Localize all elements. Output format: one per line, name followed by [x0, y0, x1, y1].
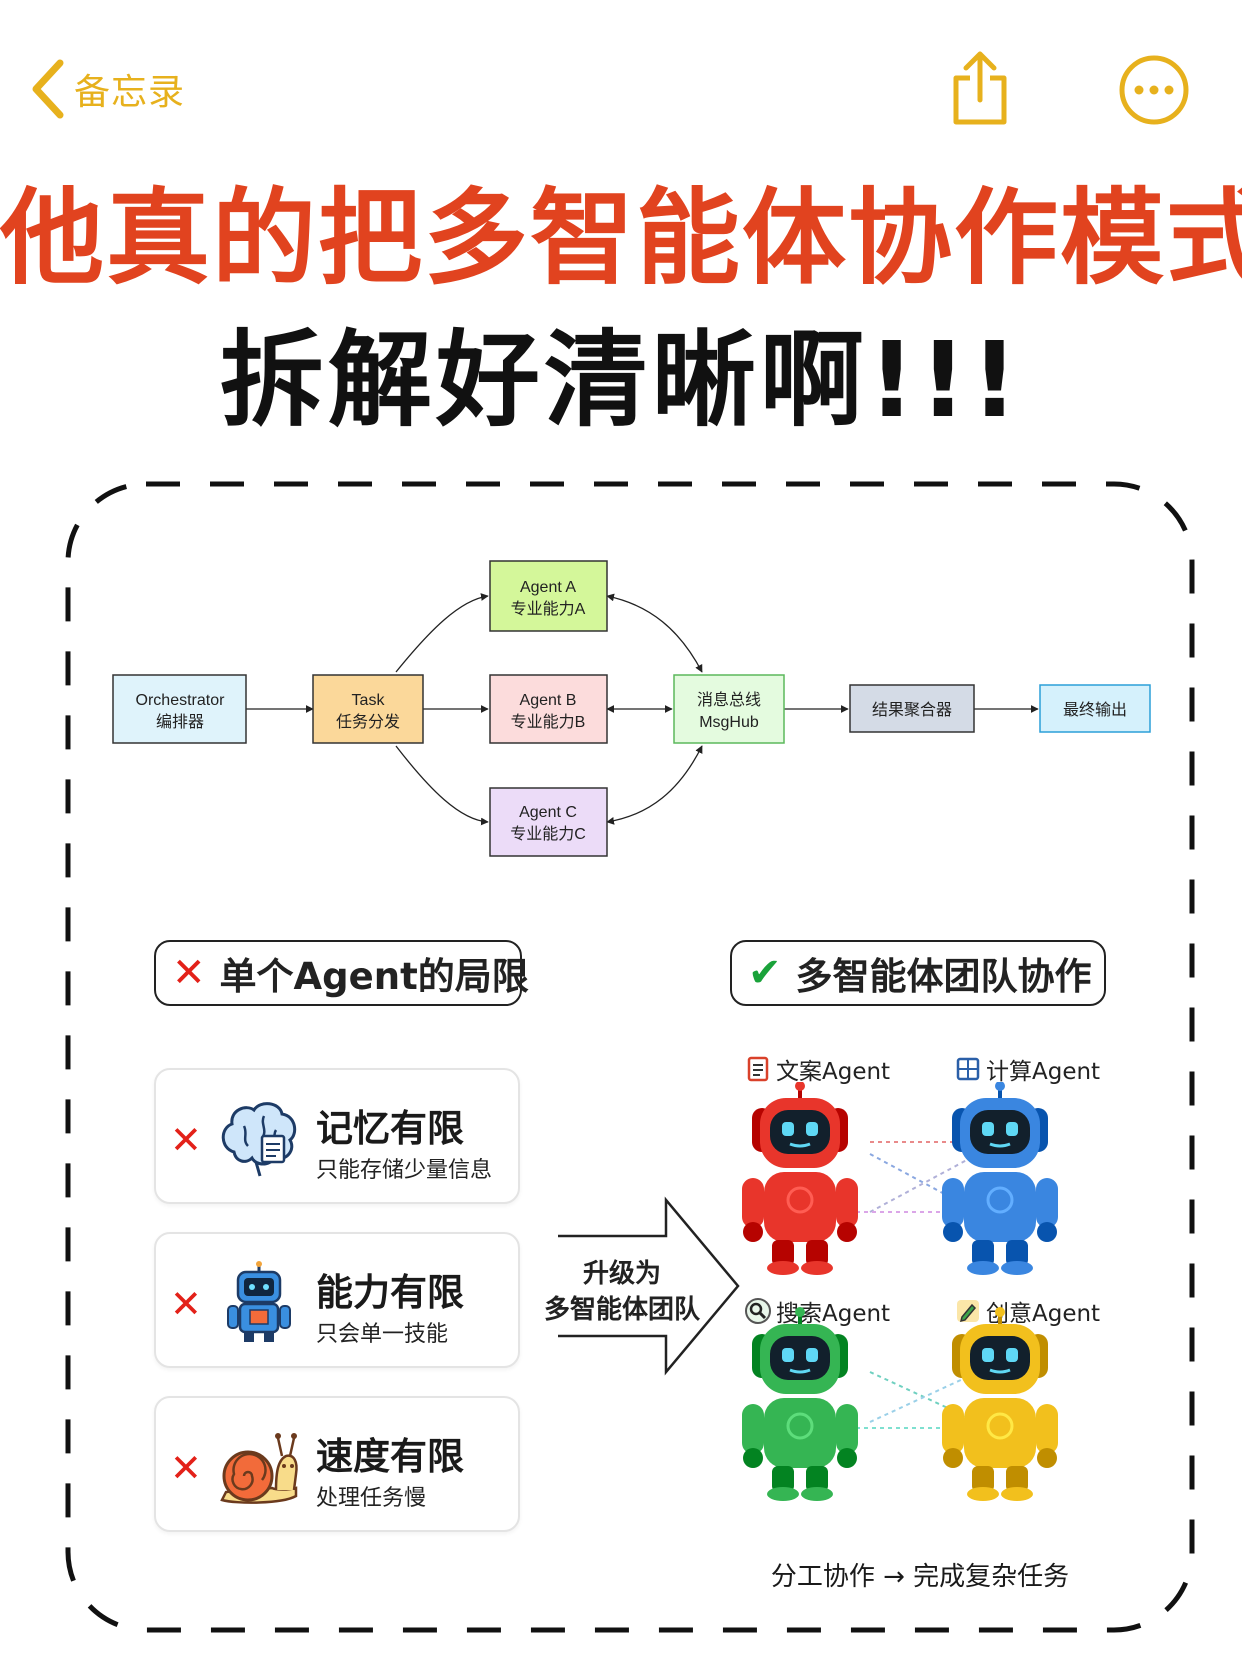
- robot-compute: [942, 1082, 1058, 1275]
- node-aggregator: 结果聚合器: [849, 684, 975, 733]
- team-label-creative: 创意Agent: [954, 1294, 1100, 1328]
- node-msghub-line1: 消息总线: [697, 691, 761, 709]
- limit-card-ability: ✕ 能力有限 只会单一技能: [154, 1232, 520, 1368]
- node-output-label: 最终输出: [1063, 701, 1127, 719]
- cross-icon: ✕: [170, 1446, 202, 1490]
- node-agent-b: Agent B 专业能力B: [489, 674, 608, 744]
- limit-card-memory: ✕ 记忆有限 只能存储少量信息: [154, 1068, 520, 1204]
- node-aggregator-box: [849, 684, 975, 733]
- share-icon: [953, 51, 1007, 125]
- upgrade-line-2: 多智能体团队: [543, 1295, 700, 1325]
- node-agent-c-line2: 专业能力C: [510, 825, 586, 843]
- node-orchestrator-box: [112, 674, 247, 744]
- node-agent-a: Agent A 专业能力A: [489, 560, 608, 632]
- limit-speed-sub: 处理任务慢: [316, 1486, 427, 1511]
- limit-ability-title: 能力有限: [316, 1271, 464, 1314]
- node-task-line2: 任务分发: [336, 713, 400, 731]
- team-label-creative-text: 创意Agent: [986, 1301, 1101, 1327]
- limit-memory-sub: 只能存储少量信息: [316, 1158, 493, 1183]
- node-aggregator-label: 结果聚合器: [872, 701, 952, 719]
- node-msghub: 消息总线 MsgHub: [673, 674, 785, 744]
- cross-icon: ✕: [170, 1118, 202, 1162]
- limit-speed-title: 速度有限: [316, 1435, 464, 1478]
- snail-icon: [220, 1433, 298, 1504]
- node-task: Task 任务分发: [312, 674, 424, 744]
- robot-icon: [227, 1261, 291, 1342]
- document-icon: [747, 1056, 769, 1082]
- back-label: 备忘录: [74, 72, 186, 113]
- pencil-icon: [957, 1300, 979, 1323]
- node-orchestrator-line1: Orchestrator: [136, 692, 226, 709]
- node-agent-c: Agent C 专业能力C: [489, 787, 608, 857]
- node-agent-b-box: [489, 674, 608, 744]
- node-agent-c-box: [489, 787, 608, 857]
- grid-icon: [956, 1057, 980, 1081]
- multi-agent-team-title: 多智能体团队协作: [795, 955, 1092, 998]
- node-task-line1: Task: [352, 692, 386, 709]
- limit-memory-title: 记忆有限: [316, 1107, 464, 1150]
- back-button[interactable]: 备忘录: [28, 54, 228, 124]
- node-agent-a-line2: 专业能力A: [511, 600, 586, 618]
- robot-team-illustration: [742, 1082, 1058, 1501]
- node-agent-a-line1: Agent A: [520, 579, 576, 596]
- robot-search: [742, 1307, 858, 1501]
- single-agent-limits-header: ✕ 单个Agent的局限: [154, 940, 529, 1006]
- team-label-search-text: 搜索Agent: [776, 1301, 891, 1327]
- share-button[interactable]: [948, 48, 1012, 128]
- team-caption: 分工协作 → 完成复杂任务: [770, 1562, 1070, 1592]
- team-label-compute-text: 计算Agent: [986, 1059, 1101, 1085]
- team-label-copywriting: 文案Agent: [744, 1052, 890, 1086]
- limit-card-speed: ✕ 速度有限 处理任务慢: [154, 1396, 520, 1532]
- node-task-box: [312, 674, 424, 744]
- flow-connectors: [246, 593, 1039, 826]
- team-label-search: 搜索Agent: [744, 1294, 890, 1328]
- robot-creative: [942, 1307, 1058, 1501]
- node-agent-b-line1: Agent B: [520, 692, 577, 709]
- team-label-copywriting-text: 文案Agent: [776, 1059, 891, 1085]
- upgrade-arrow-icon: [558, 1196, 740, 1376]
- limit-ability-sub: 只会单一技能: [316, 1322, 449, 1347]
- robot-copywriting: [742, 1082, 858, 1275]
- node-output: 最终输出: [1039, 684, 1151, 733]
- magnifier-icon: [745, 1298, 771, 1324]
- node-orchestrator: Orchestrator 编排器: [112, 674, 247, 744]
- more-icon: [1119, 55, 1189, 125]
- chevron-left-icon: [32, 59, 64, 119]
- team-label-compute: 计算Agent: [954, 1052, 1100, 1086]
- headline-line-1: 他真的把多智能体协作模式: [0, 177, 1242, 299]
- multi-agent-team-header: ✔ 多智能体团队协作: [730, 940, 1106, 1006]
- more-button[interactable]: [1118, 54, 1190, 126]
- node-agent-c-line1: Agent C: [519, 804, 577, 821]
- upgrade-line-1: 升级为: [582, 1259, 661, 1289]
- checkmark-icon: ✔: [748, 950, 782, 996]
- node-msghub-box: [673, 674, 785, 744]
- headline-line-2: 拆解好清晰啊!!!: [219, 319, 1023, 441]
- node-orchestrator-line2: 编排器: [156, 713, 204, 731]
- node-agent-a-box: [489, 560, 608, 632]
- cross-icon: ✕: [170, 1282, 202, 1326]
- single-agent-limits-title: 单个Agent的局限: [219, 955, 529, 998]
- cross-icon: ✕: [172, 950, 206, 996]
- brain-icon: [221, 1102, 297, 1177]
- upgrade-label: 升级为 多智能体团队: [532, 1256, 712, 1328]
- node-agent-b-line2: 专业能力B: [511, 713, 586, 731]
- node-msghub-line2: MsgHub: [699, 714, 759, 731]
- node-output-box: [1039, 684, 1151, 733]
